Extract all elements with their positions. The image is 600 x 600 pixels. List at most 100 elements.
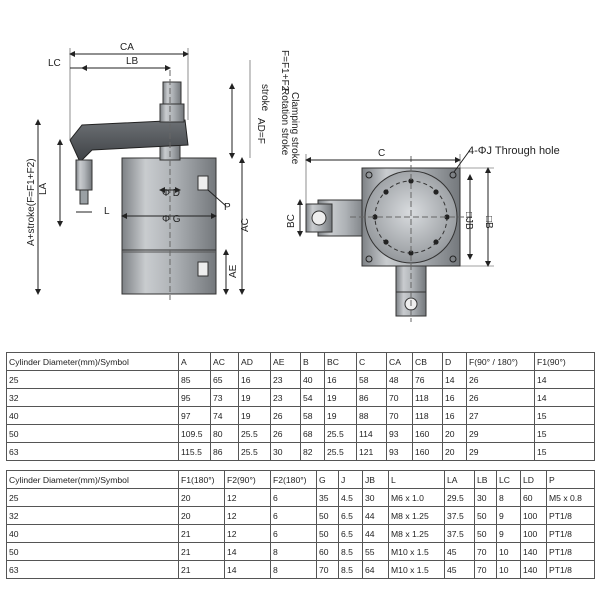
table-cell: 26 [270, 424, 301, 443]
technical-drawing: CA LC LB F=F1+F2 Clamping stroke Rotatio… [26, 42, 560, 322]
table-cell: 50 [474, 506, 497, 525]
table-cell: 19 [238, 406, 271, 425]
table-header-cell: F2(180°) [270, 470, 317, 489]
table-cell: 35 [316, 488, 339, 507]
table-header-cell: CB [412, 352, 443, 371]
table-cell: 30 [270, 442, 301, 461]
dim-b: □B [483, 216, 494, 229]
table-cell: 12 [224, 524, 271, 543]
table-cell: 118 [412, 388, 443, 407]
table-cell: 50 [474, 524, 497, 543]
port-lower [197, 261, 209, 277]
table-header-cell: F2(90°) [224, 470, 271, 489]
dim-g: Φ G [162, 214, 181, 225]
table-cell: 20 [442, 442, 467, 461]
table-cell: 74 [210, 406, 239, 425]
table-header-cell: J [338, 470, 363, 489]
table-cell: 15 [534, 424, 595, 443]
label-through-hole: 4-ΦJ Through hole [468, 145, 560, 157]
table-cell: 25.5 [238, 424, 271, 443]
table-cell: 26 [466, 388, 535, 407]
table-cell: 85 [178, 370, 211, 389]
label-rotation-stroke: Rotation stroke [279, 88, 290, 156]
table-cell: 14 [534, 370, 595, 389]
table-header-cell: Cylinder Diameter(mm)/Symbol [6, 352, 179, 371]
table-cell: 32 [6, 506, 179, 525]
table-cell: 140 [520, 542, 547, 561]
dim-la: LA [38, 182, 49, 195]
cylinder-drawing-svg: CA LC LB F=F1+F2 Clamping stroke Rotatio… [26, 42, 560, 322]
table-cell: 14 [534, 388, 595, 407]
table-cell: 40 [6, 406, 179, 425]
table-cell: 30 [362, 488, 389, 507]
table-cell: 76 [412, 370, 443, 389]
table-cell: 44 [362, 524, 389, 543]
table-cell: 20 [442, 424, 467, 443]
table-cell: 70 [474, 542, 497, 561]
dim-bc: BC [286, 214, 297, 228]
table-cell: 29 [466, 424, 535, 443]
dim-ae: AE [228, 264, 239, 278]
table-header-cell: Cylinder Diameter(mm)/Symbol [6, 470, 179, 489]
table-header-cell: F1(90°) [534, 352, 595, 371]
table-cell: 10 [496, 542, 521, 561]
table-cell: 19 [238, 388, 271, 407]
table-header-cell: D [442, 352, 467, 371]
table-cell: 58 [300, 406, 325, 425]
table-cell: 12 [224, 506, 271, 525]
table-cell: M10 x 1.5 [388, 542, 445, 561]
table-header-cell: L [388, 470, 445, 489]
table-header-cell: CA [386, 352, 413, 371]
dim-ac: AC [240, 218, 251, 232]
table-cell: 8 [270, 560, 317, 579]
table-cell: 121 [356, 442, 387, 461]
table-cell: 32 [6, 388, 179, 407]
dim-jb: □JB [463, 212, 474, 230]
table-cell: 26 [270, 406, 301, 425]
table-cell: 25 [6, 370, 179, 389]
table-cell: 9 [496, 524, 521, 543]
table-cell: 16 [324, 370, 357, 389]
table-cell: 14 [224, 560, 271, 579]
table-cell: 86 [210, 442, 239, 461]
table-cell: PT1/8 [546, 524, 595, 543]
table-cell: 65 [210, 370, 239, 389]
table-cell: 26 [466, 370, 535, 389]
table-cell: 118 [412, 406, 443, 425]
table-cell: 100 [520, 524, 547, 543]
table-cell: 23 [270, 388, 301, 407]
table-cell: 25 [6, 488, 179, 507]
dim-l: L [104, 206, 110, 217]
table-cell: 48 [386, 370, 413, 389]
table-cell: 115.5 [178, 442, 211, 461]
table-cell: PT1/8 [546, 542, 595, 561]
dim-c: C [378, 148, 385, 159]
table-cell: 45 [444, 542, 475, 561]
table-cell: 70 [474, 560, 497, 579]
table-header-cell: JB [362, 470, 389, 489]
table-header-cell: BC [324, 352, 357, 371]
table-cell: 45 [444, 560, 475, 579]
dim-ca: CA [120, 42, 134, 53]
table-cell: 14 [442, 370, 467, 389]
dim-d: Φ D [162, 188, 180, 199]
table-cell: 50 [316, 524, 339, 543]
table-cell: M10 x 1.5 [388, 560, 445, 579]
table-cell: 6 [270, 488, 317, 507]
dim-lc: LC [48, 58, 61, 69]
cylinder-body [121, 157, 217, 251]
table-cell: 19 [324, 406, 357, 425]
top-nut [162, 81, 182, 105]
table-cell: 21 [178, 542, 225, 561]
table-cell: 68 [300, 424, 325, 443]
table-header-cell: LC [496, 470, 521, 489]
table-cell: 37.5 [444, 506, 475, 525]
